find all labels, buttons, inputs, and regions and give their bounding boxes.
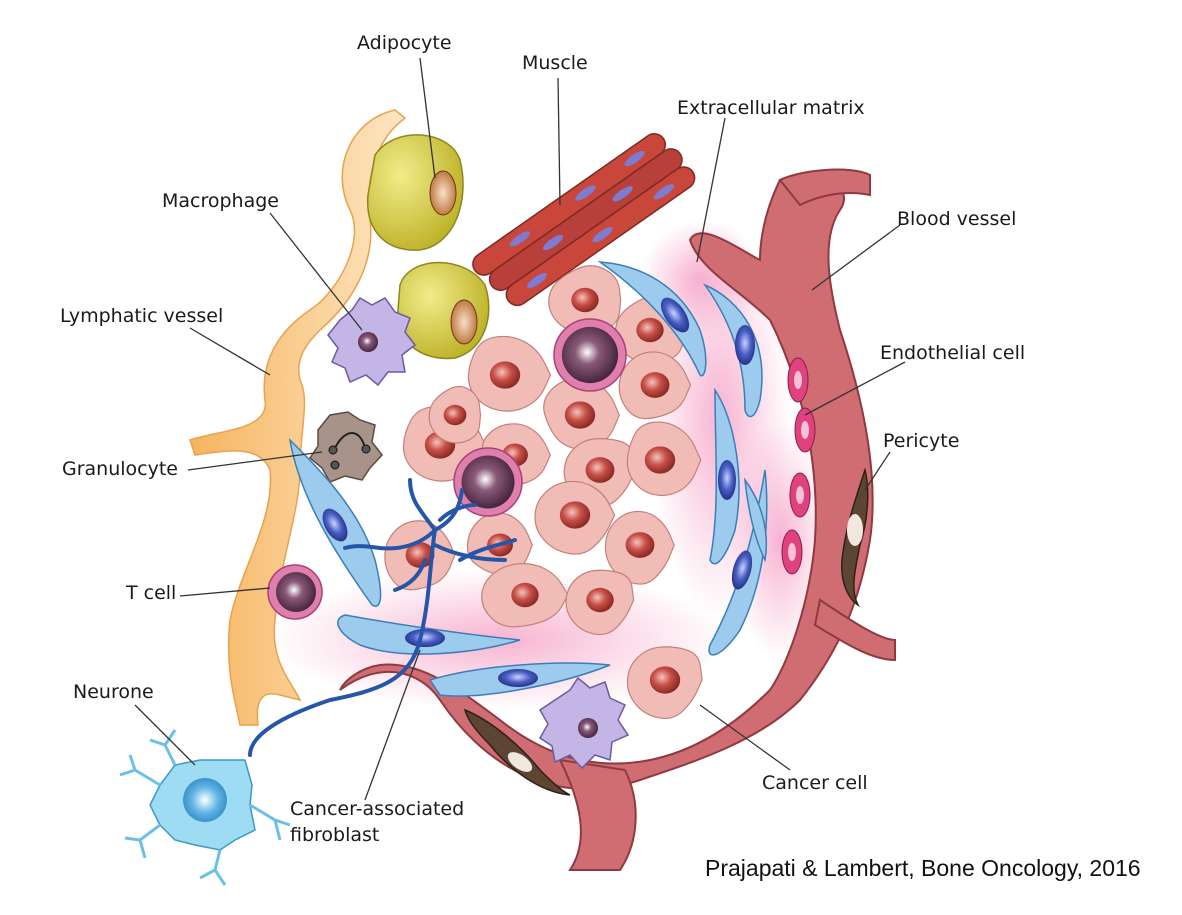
label-neurone: Neurone [73, 681, 154, 703]
t-cell [267, 564, 323, 620]
fibroblast-cells [288, 261, 768, 697]
fibroblast-cell [337, 614, 521, 655]
adipocyte-cell [397, 261, 490, 360]
endothelial-cell [781, 529, 803, 575]
immune-cell [453, 447, 523, 517]
endothelial-cell [789, 472, 811, 518]
label-caf-line1: Cancer-associated [290, 798, 465, 820]
label-granulocyte: Granulocyte [62, 458, 178, 480]
pericyte-cell [841, 467, 869, 608]
endothelial-cells [781, 357, 816, 575]
label-blood-vessel: Blood vessel [897, 208, 1017, 230]
nerve-fibres [248, 478, 517, 757]
label-muscle: Muscle [522, 52, 588, 74]
pericyte-cell [463, 708, 571, 796]
granulocyte-cell [309, 411, 383, 483]
cancer-cell-nucleus [586, 587, 614, 613]
cancer-cell-cluster [384, 265, 703, 720]
cancer-cell [626, 646, 703, 720]
label-pericyte: Pericyte [883, 430, 960, 452]
cancer-cell [534, 480, 616, 555]
adipocyte-cell [367, 134, 464, 251]
label-endothelial-cell: Endothelial cell [880, 342, 1026, 364]
label-leader-lines [134, 57, 906, 801]
fibroblast-cell [702, 283, 763, 418]
cancer-cell [543, 377, 620, 450]
endothelial-cell [787, 357, 809, 403]
cancer-cell-nucleus [489, 361, 521, 389]
endothelial-cell [794, 407, 816, 453]
cancer-cell [565, 569, 635, 636]
cancer-cell [467, 335, 552, 412]
muscle-fibers [472, 133, 696, 307]
label-t-cell: T cell [126, 582, 177, 604]
label-cancer-cell: Cancer cell [762, 772, 868, 794]
label-extracellular-matrix: Extracellular matrix [677, 97, 865, 119]
label-caf-line2: fibroblast [290, 824, 380, 846]
cancer-cell-nucleus [405, 542, 435, 568]
cancer-cell-nucleus [571, 287, 599, 313]
lymphatic-vessel [189, 109, 407, 726]
cancer-cell-nucleus [649, 666, 681, 694]
label-macrophage: Macrophage [162, 190, 279, 212]
cancer-cell [626, 421, 702, 497]
cancer-cell-nucleus [443, 404, 467, 426]
cancer-cell [618, 351, 692, 420]
fibroblast-cell [743, 477, 768, 563]
fibroblast-cell [709, 387, 740, 565]
macrophage-cell [327, 296, 417, 387]
fibroblast-cell [597, 261, 707, 377]
cancer-cell-nucleus [625, 532, 655, 558]
macrophage-cell [539, 676, 630, 770]
cancer-cell-nucleus [585, 457, 615, 483]
cancer-cell [428, 385, 482, 444]
cancer-cell-nucleus [636, 317, 664, 343]
label-lymphatic-vessel: Lymphatic vessel [60, 305, 224, 327]
cancer-cell [481, 563, 569, 628]
immune-cell [553, 318, 627, 392]
cancer-cell [604, 510, 675, 585]
cancer-cell-nucleus [644, 446, 676, 474]
cancer-cell-nucleus [564, 401, 596, 429]
cancer-cell-nucleus [640, 372, 670, 398]
cancer-cell-nucleus [511, 582, 539, 608]
cancer-cell [548, 265, 622, 335]
label-adipocyte: Adipocyte [357, 32, 452, 54]
blood-vessel [339, 168, 896, 871]
fibroblast-cell [428, 662, 611, 697]
citation: Prajapati & Lambert, Bone Oncology, 2016 [705, 855, 1141, 881]
cancer-cell-nucleus [559, 501, 591, 529]
fibroblast-cell [288, 437, 382, 607]
neurone-cell [119, 729, 291, 886]
